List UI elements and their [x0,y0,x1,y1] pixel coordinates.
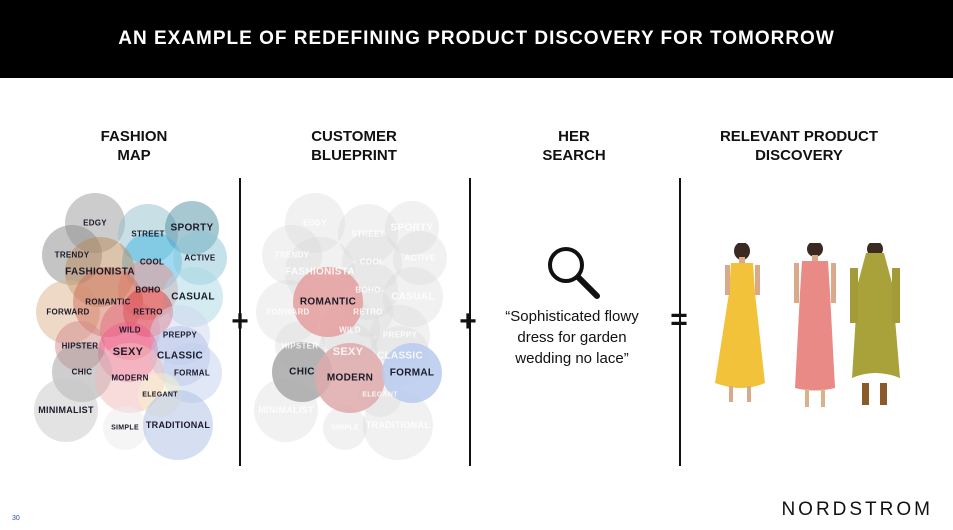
bubble-label: FASHIONISTA [65,266,135,278]
title-line: FASHION [100,128,168,145]
bubble-label: MODERN [111,373,149,383]
title-line: DISCOVERY [755,147,843,164]
divider [469,178,471,466]
page-title: AN EXAMPLE OF REDEFINING PRODUCT DISCOVE… [118,28,835,49]
bubble-label: COOL [359,257,385,267]
bubble-label: SPORTY [390,222,434,234]
bubble-label: WILD [339,325,361,335]
bubble-label: RETRO [353,307,383,317]
header-banner: AN EXAMPLE OF REDEFINING PRODUCT DISCOVE… [0,0,953,78]
title-line: SEARCH [542,147,606,164]
bubble-label: CASUAL [171,291,215,303]
product-image-floral-dress[interactable] [790,243,840,413]
bubble-label: MINIMALIST [258,405,314,415]
bubble-simple [103,406,147,450]
bubble-sporty [385,201,439,255]
nordstrom-logo: NORDSTROM [781,499,933,520]
bubble-label: EDGY [303,218,327,228]
bubble-label: TRADITIONAL [145,420,211,430]
magnifier-icon [548,247,600,299]
bubble-label: SPORTY [170,222,214,234]
bubble-label: MINIMALIST [38,405,94,415]
divider [679,178,681,466]
search-query: “Sophisticated flowy dress for garden we… [505,308,639,367]
title-line: MAP [117,147,151,164]
title-line: BLUEPRINT [311,147,397,164]
bubble-modern [315,343,385,413]
bubble-traditional [143,390,213,460]
plus-sign: + [231,305,249,338]
bubble-label: TRENDY [274,250,310,260]
bubble-label: ACTIVE [184,253,216,263]
bubble-label: STREET [131,229,165,239]
bubble-label: CLASSIC [377,350,423,362]
bubble-active [393,231,447,285]
bubble-label: FASHIONISTA [285,266,355,278]
page-number: 30 [12,515,20,522]
bubble-label: SIMPLE [331,424,359,432]
product-image-green-dress[interactable] [848,243,903,413]
title-line: HER [558,128,590,145]
title-line: CUSTOMER [311,128,397,145]
bubble-label: FORMAL [173,368,211,378]
bubble-edgy [285,193,345,253]
plus-sign: + [459,305,477,338]
bubble-formal [382,343,442,403]
bubble-label: HIPSTER [281,341,319,351]
bubble-simple [323,406,367,450]
product-discovery-title: RELEVANT PRODUCT DISCOVERY [699,127,899,165]
bubble-label: RETRO [133,307,163,317]
divider [239,178,241,466]
bubble-label: TRENDY [54,250,90,260]
bubble-label: EDGY [83,218,107,228]
her-search-title: HER SEARCH [474,127,674,165]
bubble-label: PREPPY [162,330,198,340]
bubble-label: FORWARD [266,307,310,317]
bubble-label: COOL [139,257,165,267]
title-line: RELEVANT PRODUCT [719,128,879,145]
bubble-label: SIMPLE [111,424,139,432]
bubble-label: BOHO [135,285,161,295]
bubble-label: CLASSIC [157,350,203,362]
bubble-label: MODERN [326,372,374,384]
bubble-label: HIPSTER [61,341,99,351]
bubble-label: CASUAL [391,291,435,303]
bubble-label: CHIC [289,366,315,378]
bubble-label: BOHO [355,285,381,295]
fashion-map-title: FASHION MAP [34,127,234,165]
product-image-yellow-dress[interactable] [707,243,777,413]
bubble-label: TRADITIONAL [365,420,431,430]
bubble-street [338,204,398,264]
bubble-label: ELEGANT [362,391,398,399]
bubble-label: PREPPY [382,330,418,340]
bubble-label: STREET [351,229,385,239]
customer-blueprint-title: CUSTOMER BLUEPRINT [254,127,454,165]
bubble-label: CHIC [71,367,93,377]
bubble-casual [383,267,443,327]
bubble-minimalist [34,378,98,442]
bubble-label: SEXY [112,346,144,358]
bubble-label: ROMANTIC [85,297,131,307]
bubble-label: SEXY [332,346,364,358]
equals-sign: = [670,303,688,336]
bubble-label: ELEGANT [142,391,178,399]
bubble-romantic [293,267,363,337]
bubble-label: ACTIVE [404,253,436,263]
bubble-label: FORMAL [389,367,435,379]
bubble-label: WILD [119,325,141,335]
bubble-label: FORWARD [46,307,90,317]
bubble-label: ROMANTIC [299,296,357,308]
